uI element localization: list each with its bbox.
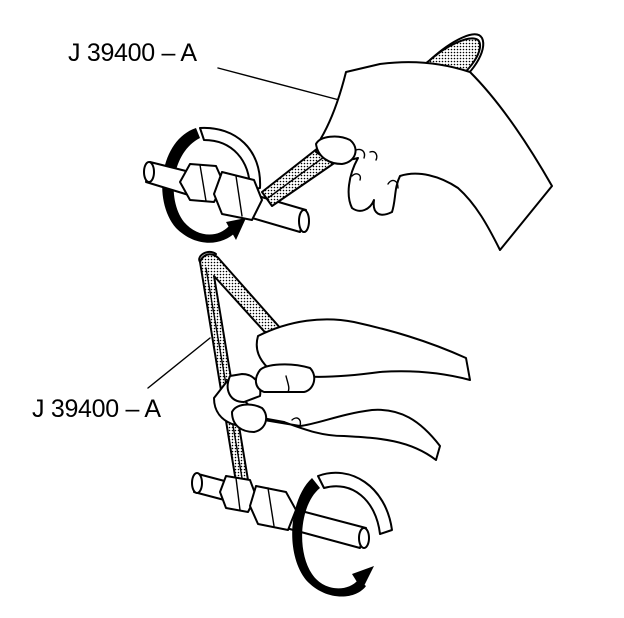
top-fitting-nuts <box>179 163 263 221</box>
callout-label-top: J 39400 – A <box>68 39 197 67</box>
bottom-fitting-nuts <box>219 475 297 531</box>
top-scene <box>143 33 553 251</box>
bottom-scene <box>147 250 471 597</box>
top-hand <box>315 61 553 251</box>
bottom-leader-line <box>147 337 211 389</box>
bottom-rotation-arrow-icon <box>292 471 393 597</box>
bottom-tool-j39400a <box>198 250 283 483</box>
callout-label-bottom: J 39400 – A <box>32 395 161 423</box>
bottom-hand <box>213 318 471 461</box>
